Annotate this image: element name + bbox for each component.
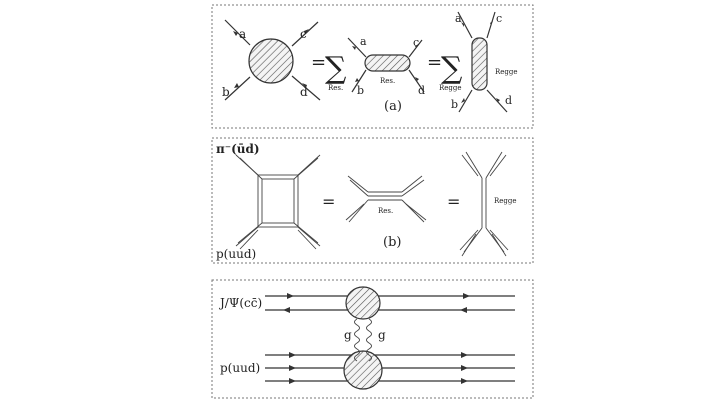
equals-b2: =: [447, 192, 460, 211]
pion-label: π⁻(ūd): [216, 142, 260, 156]
regge-label-c: c: [496, 12, 502, 25]
gluon-left: [354, 318, 360, 362]
panel-c: J/Ψ(cc̄) p(uud) g g: [211, 279, 534, 399]
regge-label-a: a: [455, 12, 462, 25]
res-label-b: b: [357, 84, 364, 97]
b-res-label: Res.: [378, 207, 393, 215]
quark-schannel-diagram: Res.: [345, 175, 427, 223]
label-a: a: [239, 27, 246, 41]
panel-c-border: [211, 279, 534, 399]
res-label-d: d: [418, 84, 425, 97]
blob-diagram: a b c d: [222, 19, 321, 101]
caption-b: (b): [383, 235, 401, 250]
proton-c-label: p(uud): [220, 361, 260, 375]
panel-a: a b c d = ∑ Res. a b c d Res. = ∑ Regge: [211, 4, 534, 129]
resonance-diagram: a b c d Res.: [347, 35, 425, 97]
quark-tchannel-diagram: Regge: [459, 151, 517, 257]
equals-2: =: [427, 52, 442, 73]
panel-b: π⁻(ūd) p(uud) =: [211, 137, 534, 264]
b-regge-label: Regge: [494, 197, 517, 205]
caption-a: (a): [384, 99, 402, 114]
label-c: c: [300, 27, 307, 41]
interaction-blob: [248, 38, 294, 84]
sum-regge-label: Regge: [439, 84, 462, 92]
proton-quark-lines: [265, 352, 515, 384]
jpsi-label: J/Ψ(cc̄): [218, 296, 262, 310]
regge-label-d: d: [505, 94, 512, 107]
panel-a-border: [211, 4, 534, 129]
proton-label: p(uud): [216, 247, 256, 261]
quark-box-diagram: [235, 154, 321, 250]
label-d: d: [300, 85, 308, 99]
gluon-label-left: g: [344, 328, 352, 342]
res-label-c: c: [413, 36, 419, 49]
gluon-label-right: g: [378, 328, 386, 342]
res-propagator-label: Res.: [380, 77, 395, 85]
sum-res-label: Res.: [328, 84, 343, 92]
lower-blob: [343, 350, 383, 390]
regge-diagram: a b c d Regge: [451, 11, 518, 113]
regge-label-b: b: [451, 98, 458, 111]
equals-1: =: [311, 52, 326, 73]
regge-exchange: [471, 37, 488, 91]
upper-blob: [345, 286, 381, 320]
charm-lines: [265, 293, 515, 313]
label-b: b: [222, 85, 230, 99]
panel-b-border: [211, 137, 534, 264]
sum-regge: ∑: [441, 51, 463, 86]
resonance-propagator: [364, 54, 411, 72]
regge-exchange-label: Regge: [495, 68, 518, 76]
sum-res: ∑: [325, 51, 347, 86]
equals-b1: =: [322, 192, 335, 211]
gluon-right: [366, 318, 372, 362]
res-label-a: a: [360, 35, 367, 48]
